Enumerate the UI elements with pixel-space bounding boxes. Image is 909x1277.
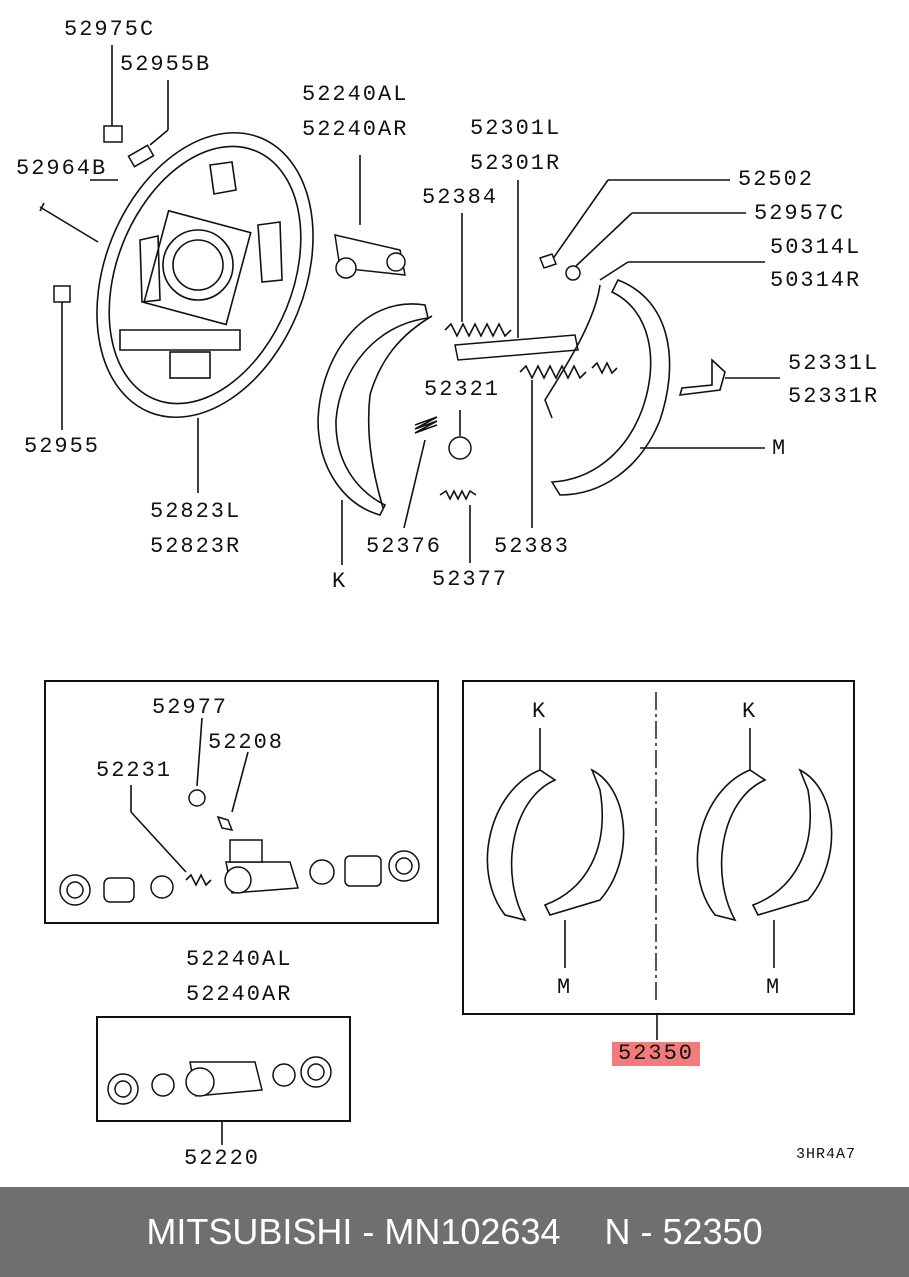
diagram-code: 3HR4A7: [796, 1146, 857, 1163]
backing-plate-drawing: [96, 131, 314, 419]
shoe-set-box: [462, 680, 855, 1015]
brand-part-number: MITSUBISHI - MN102634: [146, 1211, 561, 1252]
label-52331R: 52331R: [788, 384, 880, 409]
label-K-main: K: [332, 569, 348, 594]
label-M-set2: M: [766, 975, 782, 1000]
cylinder-assembly-drawing: [107, 1056, 332, 1145]
label-52957C: 52957C: [754, 201, 846, 226]
label-52955B: 52955B: [120, 52, 212, 77]
label-52383: 52383: [494, 534, 571, 559]
label-52331L: 52331L: [788, 351, 880, 376]
parts-diagram: 52975C 52955B 52964B 52955 52823L 52823R…: [16, 17, 880, 1171]
label-52208: 52208: [208, 730, 285, 755]
label-52321: 52321: [424, 377, 501, 402]
label-52240AL-top: 52240AL: [302, 82, 409, 107]
label-52240AL-box: 52240AL: [186, 947, 293, 972]
shoe-m-drawing: [539, 179, 780, 496]
label-52240AR-box: 52240AR: [186, 982, 293, 1007]
part-info-footer: MITSUBISHI - MN102634 N - 52350: [0, 1187, 909, 1277]
bolts-drawing: [39, 45, 199, 493]
label-52823L: 52823L: [150, 499, 242, 524]
label-52350-highlighted[interactable]: 52350: [612, 1042, 701, 1066]
label-52301L: 52301L: [470, 116, 562, 141]
label-52823R: 52823R: [150, 534, 242, 559]
label-K-set2: K: [742, 699, 758, 724]
label-K-set1: K: [532, 699, 548, 724]
cylinder-assembly-box: [96, 1016, 351, 1122]
label-52376: 52376: [366, 534, 443, 559]
label-52502: 52502: [738, 167, 815, 192]
label-52975C: 52975C: [64, 17, 156, 42]
label-52955: 52955: [24, 434, 101, 459]
shoe-k-drawing: [317, 303, 433, 565]
label-52231: 52231: [96, 758, 173, 783]
cylinder-kit-box: [44, 680, 439, 924]
label-50314L: 50314L: [770, 235, 862, 260]
label-52964B: 52964B: [16, 156, 108, 181]
label-52977: 52977: [152, 695, 229, 720]
label-52240AR-top: 52240AR: [302, 117, 409, 142]
label-52384: 52384: [422, 185, 499, 210]
reference-number: N - 52350: [604, 1211, 763, 1252]
label-M-set1: M: [557, 975, 573, 1000]
diagram-drawing: [39, 45, 833, 1145]
label-50314R: 50314R: [770, 268, 862, 293]
label-52220: 52220: [184, 1146, 261, 1171]
label-52301R: 52301R: [470, 151, 562, 176]
shoe-set-drawing: [486, 692, 833, 1040]
springs-drawing: [403, 180, 618, 563]
label-52377: 52377: [432, 567, 509, 592]
cylinder-kit-drawing: [59, 717, 420, 906]
wheel-cylinder-drawing: [334, 155, 406, 279]
label-M-main: M: [772, 436, 788, 461]
